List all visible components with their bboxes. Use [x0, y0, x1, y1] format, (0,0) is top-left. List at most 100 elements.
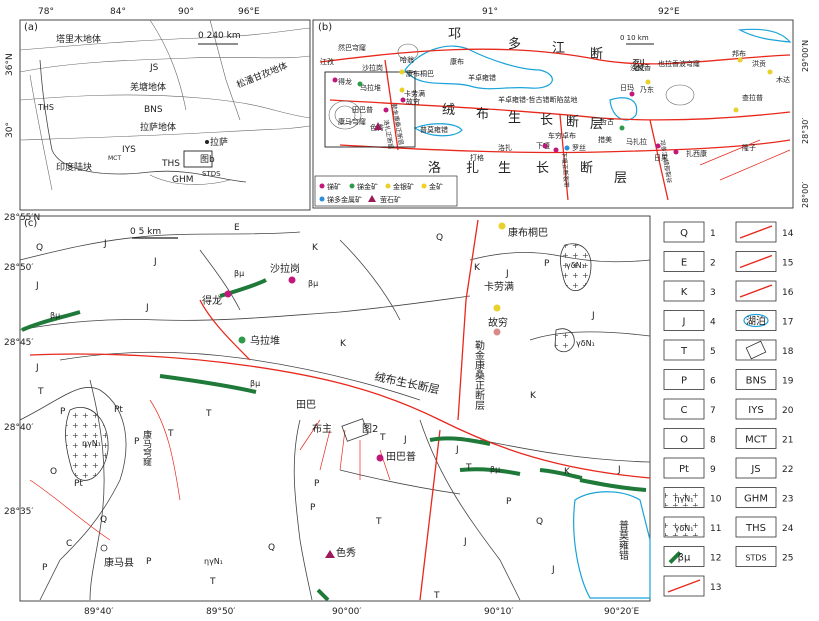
deposit-antimony-gold — [357, 81, 363, 87]
unit-E: E — [234, 223, 240, 233]
c-place-delong: 得龙 — [202, 294, 222, 307]
unit-Pt: Pt — [74, 479, 83, 489]
legend-polymetal: 锑多金属矿 — [327, 195, 362, 204]
lon-tick-96: 96°E — [238, 7, 260, 17]
legend-symbol-6: P — [681, 376, 687, 387]
place-kalaoman: 卡劳满 — [404, 89, 425, 98]
contact-11 — [479, 439, 651, 463]
unit-P: P — [60, 407, 66, 417]
place-kangma-dome: 康马穹窿 — [338, 117, 366, 126]
unit-J: J — [403, 435, 407, 445]
fault-west-c — [29, 479, 111, 541]
place-honggong: 洪贡 — [752, 59, 766, 68]
legend-number-20: 20 — [782, 406, 794, 416]
legend-lake-swatch — [743, 313, 769, 328]
contact-5 — [89, 379, 105, 601]
county-symbol — [100, 544, 108, 552]
fault-luozha — [339, 139, 791, 154]
legend-number-17: 17 — [782, 318, 793, 328]
unit-T: T — [433, 591, 440, 601]
unit-Q: Q — [268, 543, 275, 553]
place-yamdrok: 羊卓雍错 — [468, 73, 496, 82]
place-guqiong: 故穷 — [406, 97, 420, 106]
place-delong: 得龙 — [338, 77, 352, 86]
deposit-gold — [645, 79, 651, 85]
c-place-tianbapu: 田巴普 — [386, 450, 416, 463]
big-label-13: 生 — [498, 161, 511, 176]
basalt-6 — [579, 478, 647, 492]
fault-lejin — [384, 59, 399, 151]
lat-tick-2850: 28°50′ — [4, 263, 33, 273]
place-shalaxiang: 沙拉香 — [630, 63, 651, 72]
legend-symbol-25: STDS — [745, 554, 766, 563]
terrane-line-js-north — [19, 27, 311, 51]
legend-box-1 — [663, 221, 705, 243]
place-ranba: 然巴穹窿 — [338, 43, 366, 52]
legend-antimony: 锑矿 — [327, 182, 341, 191]
unit-K: K — [564, 467, 571, 477]
terrane-lhasa: 拉萨地体 — [140, 121, 176, 133]
terrane-line-songpan — [209, 19, 241, 121]
big-label-6: 布 — [476, 107, 489, 122]
lake-northeast — [737, 28, 792, 43]
terrane-stds: STDS — [202, 170, 221, 178]
unit-J: J — [103, 239, 107, 249]
legend-box-18 — [735, 339, 777, 361]
legend-box-22 — [735, 457, 777, 479]
contact-12 — [199, 249, 241, 311]
legend-symbol-3: K — [681, 287, 688, 298]
legend-gold-icon — [421, 183, 427, 189]
unit-letters: Q J E K J J J K Q K J P J K J T T P Pt T… — [35, 223, 621, 601]
terrane-line-iys — [19, 125, 311, 141]
c-place-wulatui: 乌拉堆 — [250, 334, 280, 347]
c-rock-ng-1: ηγN₁ — [82, 439, 101, 448]
place-pumo: 普莫雍错 — [420, 125, 448, 134]
lon-tick-90: 90° — [178, 7, 194, 17]
fault-qiongduojiang-cuona — [649, 119, 669, 201]
deposit-guqiong — [493, 328, 501, 336]
deposit-antimony — [332, 77, 338, 83]
dome-kangma-inner — [334, 105, 356, 125]
place-cuomei: 措美 — [598, 135, 612, 144]
legend-number-8: 8 — [710, 436, 716, 446]
legend-symbol-24: THS — [745, 523, 766, 534]
legend-gold-silver-icon — [385, 183, 391, 189]
legend-box-25 — [735, 546, 777, 567]
legend-basalt-swatch — [668, 551, 682, 564]
lat-tick-30: 30° — [5, 122, 15, 138]
legend-number-15: 15 — [782, 259, 793, 269]
terrane-line-js — [19, 55, 311, 73]
place-bangbu: 邦布 — [732, 49, 746, 58]
legend-number-19: 19 — [782, 377, 794, 387]
big-label-5: 绒 — [442, 103, 455, 118]
place-jiangzi: 江孜 — [320, 57, 334, 66]
legend-number-14: 14 — [782, 229, 794, 239]
deposit-fluorite — [325, 550, 335, 558]
basalt-5 — [459, 467, 521, 476]
legend-gold: 金矿 — [429, 182, 443, 191]
legend-number-21: 21 — [782, 436, 793, 446]
deposit-antimony — [376, 454, 384, 462]
unit-O: O — [50, 467, 57, 477]
legend-number-22: 22 — [782, 465, 793, 475]
legend-box-4 — [663, 310, 705, 331]
unit-K: K — [312, 243, 319, 253]
c-place-shalagang: 沙拉岗 — [270, 262, 300, 275]
c-rock-bm-5: βμ — [50, 311, 60, 320]
big-label-15: 断 — [580, 161, 593, 176]
lhasa-point — [205, 140, 209, 144]
legend-fault-swatch-16 — [739, 284, 773, 298]
big-label-11: 洛 — [428, 161, 441, 176]
lon-tick-8950: 89°50′ — [206, 607, 235, 617]
panel-b-label: (b) — [318, 22, 332, 33]
place-haweng: 哈翁 — [400, 55, 414, 64]
terrane-mct: MCT — [108, 155, 121, 162]
fault-rongbu-c — [29, 353, 651, 479]
place-luozha: 洛扎 — [498, 143, 512, 152]
contact-2 — [19, 295, 471, 331]
scale-label-a: 0 240 km — [198, 31, 241, 41]
fault-southeast — [699, 139, 791, 181]
terrane-india: 印度陆块 — [56, 161, 92, 173]
unit-P: P — [544, 259, 550, 269]
lon-tick-92: 92°E — [658, 7, 680, 17]
